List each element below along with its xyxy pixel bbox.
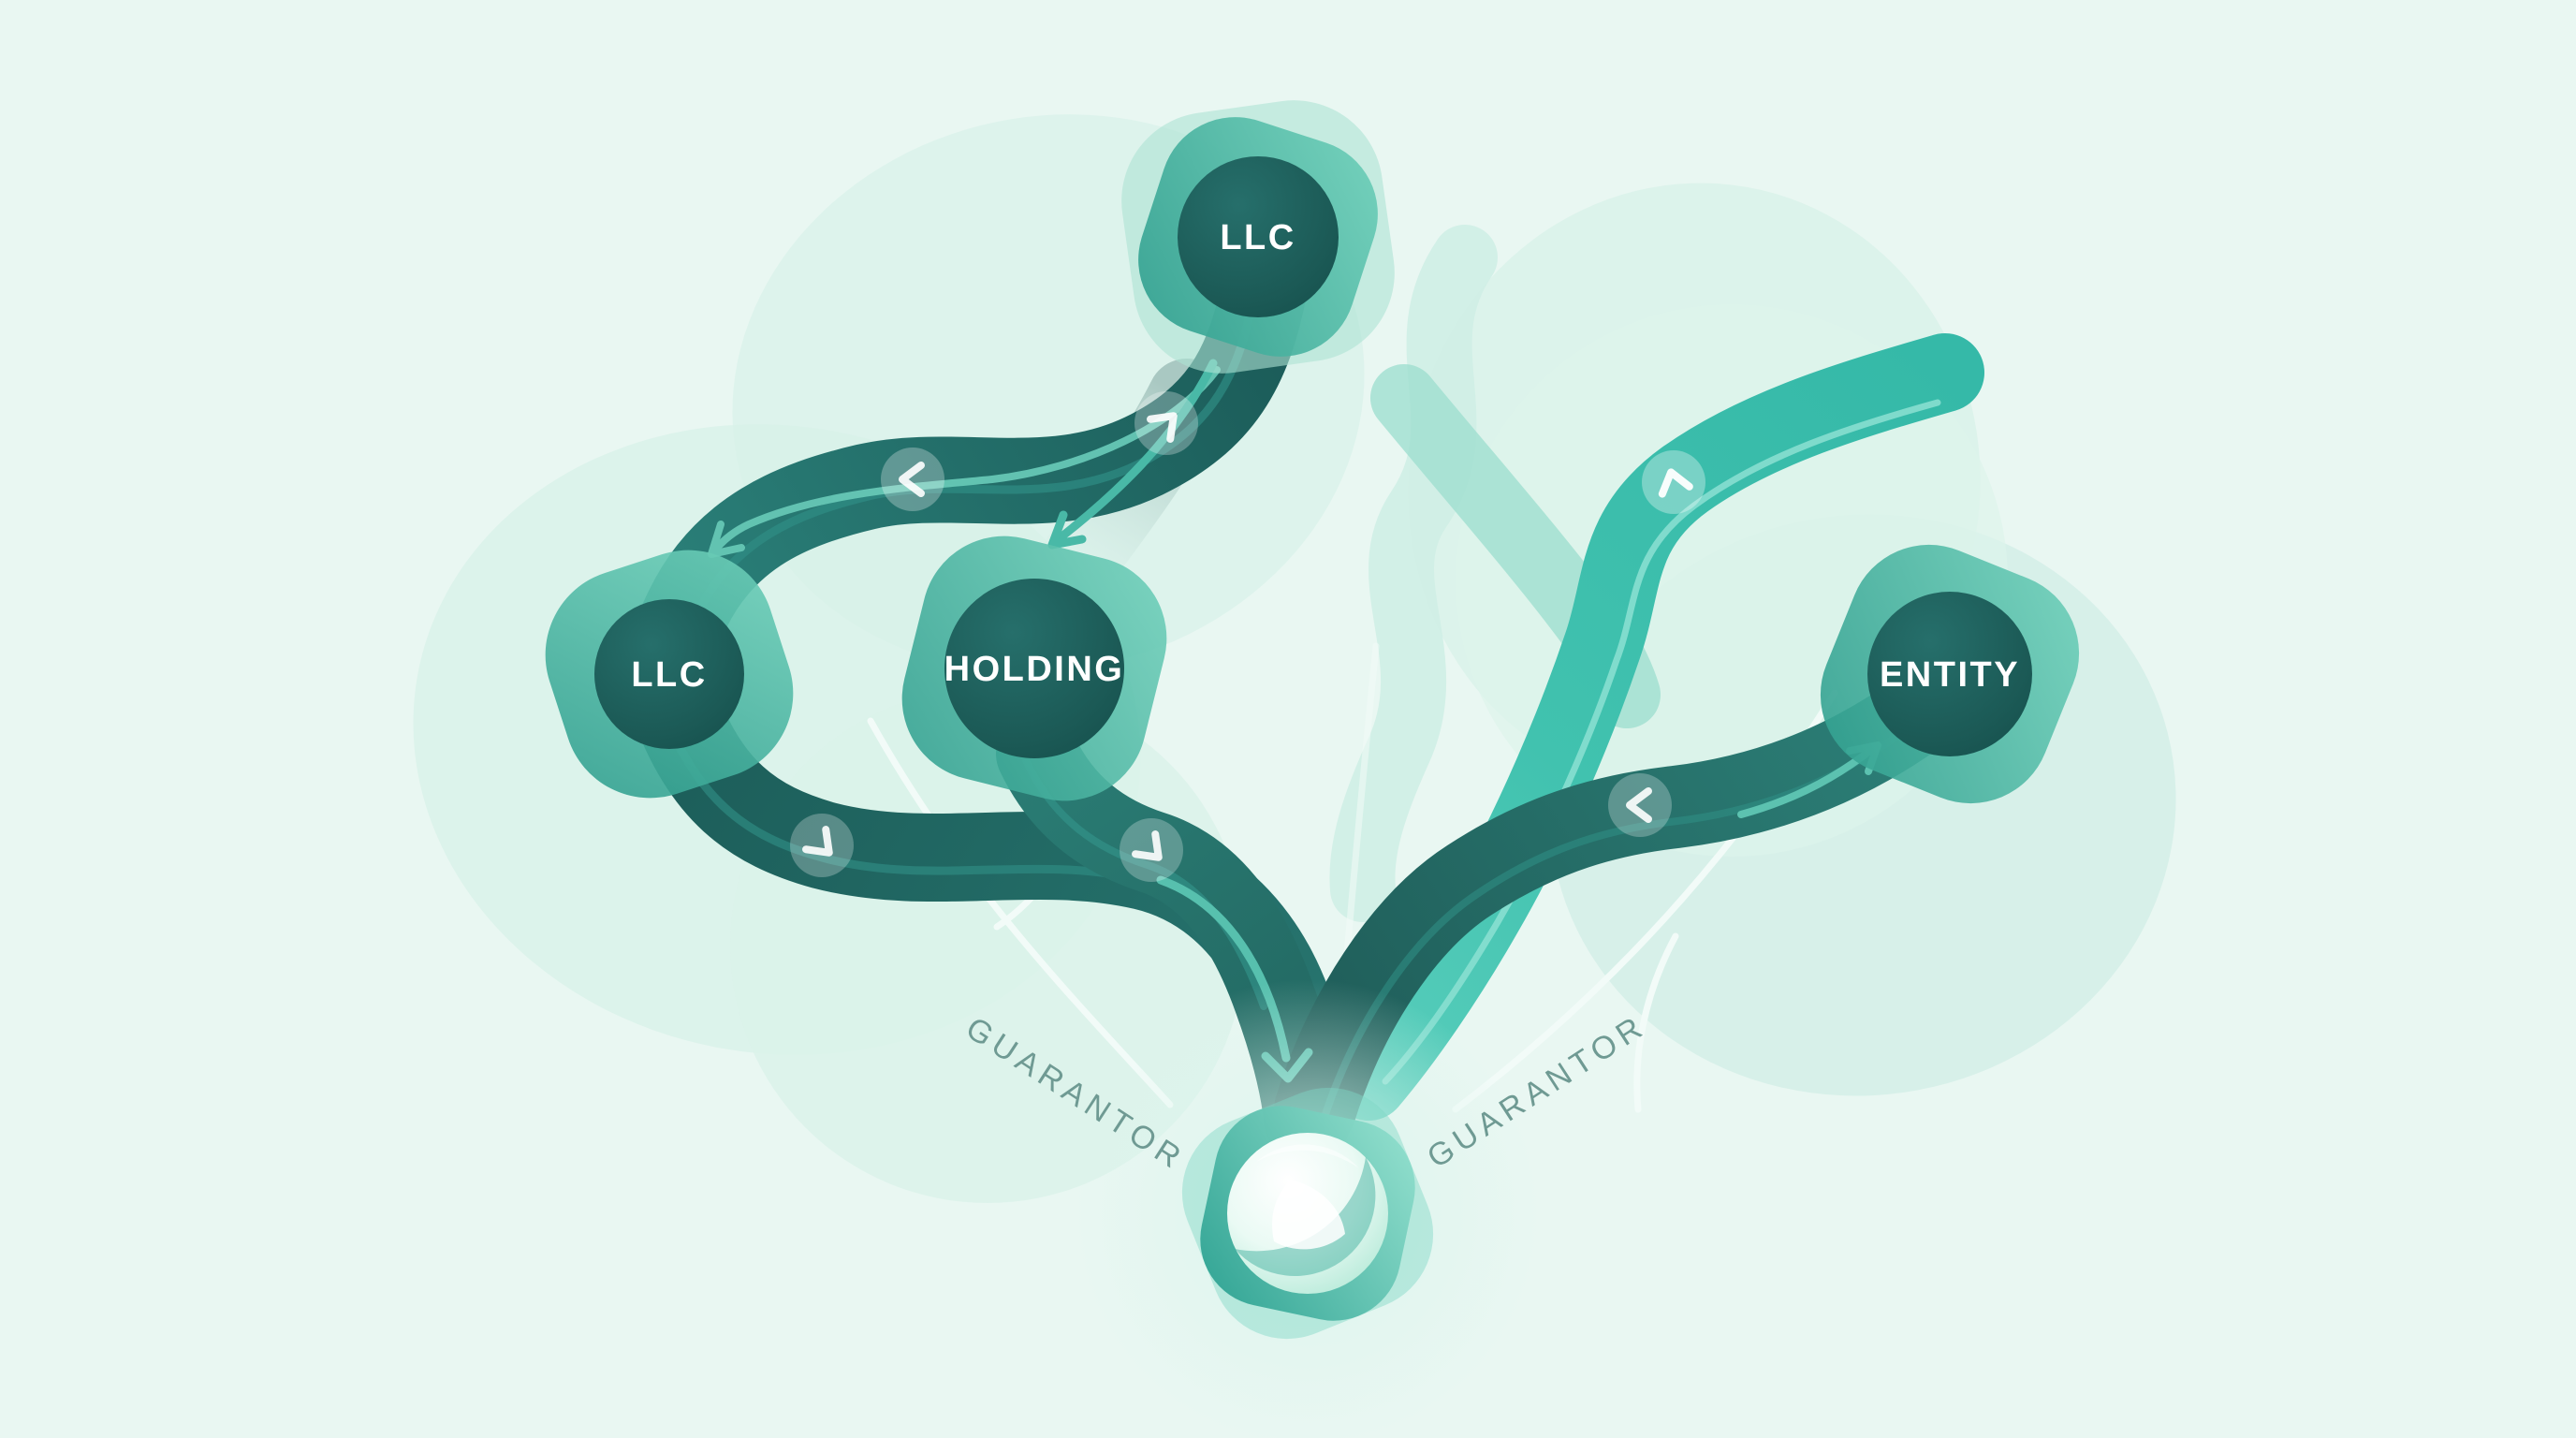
chevron-up-right-icon	[1147, 412, 1178, 443]
chevron-down-right-icon	[802, 826, 833, 857]
guarantor-orb	[1074, 979, 1542, 1438]
node-label: ENTITY	[1880, 655, 2020, 695]
node-label: HOLDING	[944, 650, 1125, 689]
edge-bright-right	[1329, 333, 1984, 1121]
node-llc-left: LLC	[545, 550, 794, 799]
arrow-into-holding-icon	[1047, 359, 1218, 550]
edge-orb-to-entity	[1274, 668, 1965, 1151]
node-circle	[1178, 156, 1339, 317]
node-circle	[944, 579, 1124, 758]
node-circle	[594, 599, 744, 749]
edge-bright-stripe	[1382, 399, 1941, 1085]
node-circle	[1867, 592, 2032, 756]
edge4-stripe	[1022, 756, 1267, 1010]
chevron-badge	[1608, 773, 1672, 837]
pale-wavy-ribbon	[1329, 225, 1498, 922]
chevron-badge	[1642, 450, 1705, 514]
chevron-badge	[790, 814, 854, 877]
dark-bands	[628, 238, 1965, 1163]
chevron-left-icon	[899, 462, 925, 497]
node-holding: HOLDING	[901, 536, 1167, 801]
node-llc-top: LLC	[1121, 100, 1395, 374]
chevron-badge	[881, 448, 944, 511]
chevron-up-icon	[1658, 468, 1693, 498]
node-label: LLC	[631, 655, 707, 695]
edge1-stripe	[693, 286, 1259, 618]
node-label: LLC	[1220, 218, 1295, 257]
edge-bright-band	[1329, 333, 1984, 1121]
chevron-badges	[790, 391, 1705, 882]
chevron-badge	[1134, 391, 1198, 455]
vine-right-fork	[1633, 932, 1679, 1113]
chevron-down-right-icon	[1132, 830, 1163, 861]
orb-crescent	[1235, 1157, 1376, 1277]
nodes: LLC LLC HOLDING ENTITY	[545, 100, 2080, 804]
chevron-left-icon	[1626, 787, 1652, 823]
orb-highlight-crescent	[1256, 1144, 1359, 1168]
node-entity: ENTITY	[1820, 544, 2080, 804]
orb-center-highlight	[1272, 1180, 1345, 1250]
chevron-badge	[1120, 818, 1183, 882]
